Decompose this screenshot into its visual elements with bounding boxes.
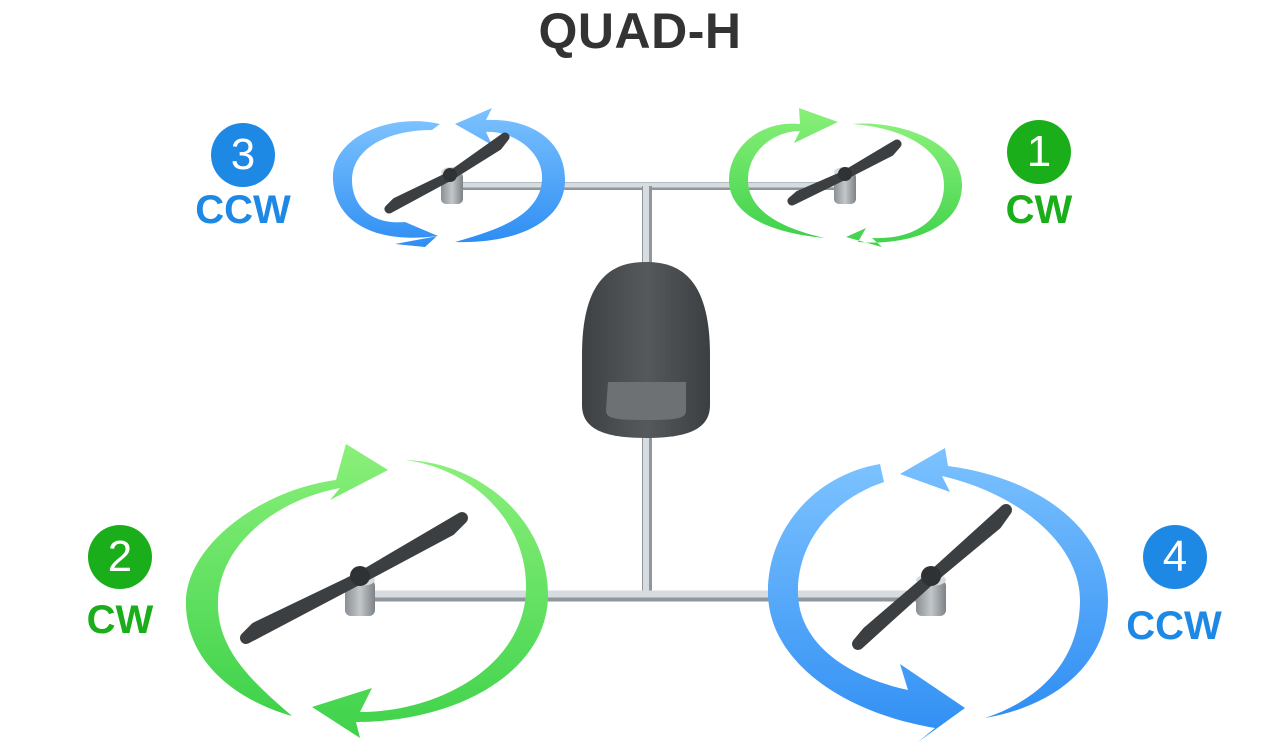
propeller-2 xyxy=(240,512,468,644)
rotation-arrows-ccw-4 xyxy=(767,448,1108,742)
rotation-arrows-cw-2 xyxy=(185,444,548,738)
motor-1-number-badge: 1 xyxy=(1007,120,1071,184)
motor-2-number-badge: 2 xyxy=(88,525,152,589)
motor-4-direction-label: CCW xyxy=(1126,604,1222,648)
motor-3-number-badge: 3 xyxy=(211,123,275,187)
propeller-4 xyxy=(852,504,1012,650)
motor-4-assembly xyxy=(767,448,1108,742)
propeller-1 xyxy=(787,139,902,206)
frame-top-crossbar xyxy=(444,182,852,190)
motor-1-direction-label: CW xyxy=(1005,188,1073,232)
frame-bottom-crossbar xyxy=(354,590,938,602)
propeller-3 xyxy=(384,132,510,214)
rotation-arrows-cw-1 xyxy=(729,108,962,247)
motor-2-assembly xyxy=(185,444,548,738)
motor-4-number-badge: 4 xyxy=(1143,525,1207,589)
motor-1-assembly xyxy=(729,108,962,247)
flight-controller-body xyxy=(582,262,710,438)
motor-3-assembly xyxy=(332,108,565,247)
diagram-title: QUAD-H xyxy=(538,3,742,59)
motor-2-direction-label: CW xyxy=(86,598,154,642)
rotation-arrows-ccw-3 xyxy=(332,108,565,247)
motor-3-direction-label: CCW xyxy=(195,188,291,232)
